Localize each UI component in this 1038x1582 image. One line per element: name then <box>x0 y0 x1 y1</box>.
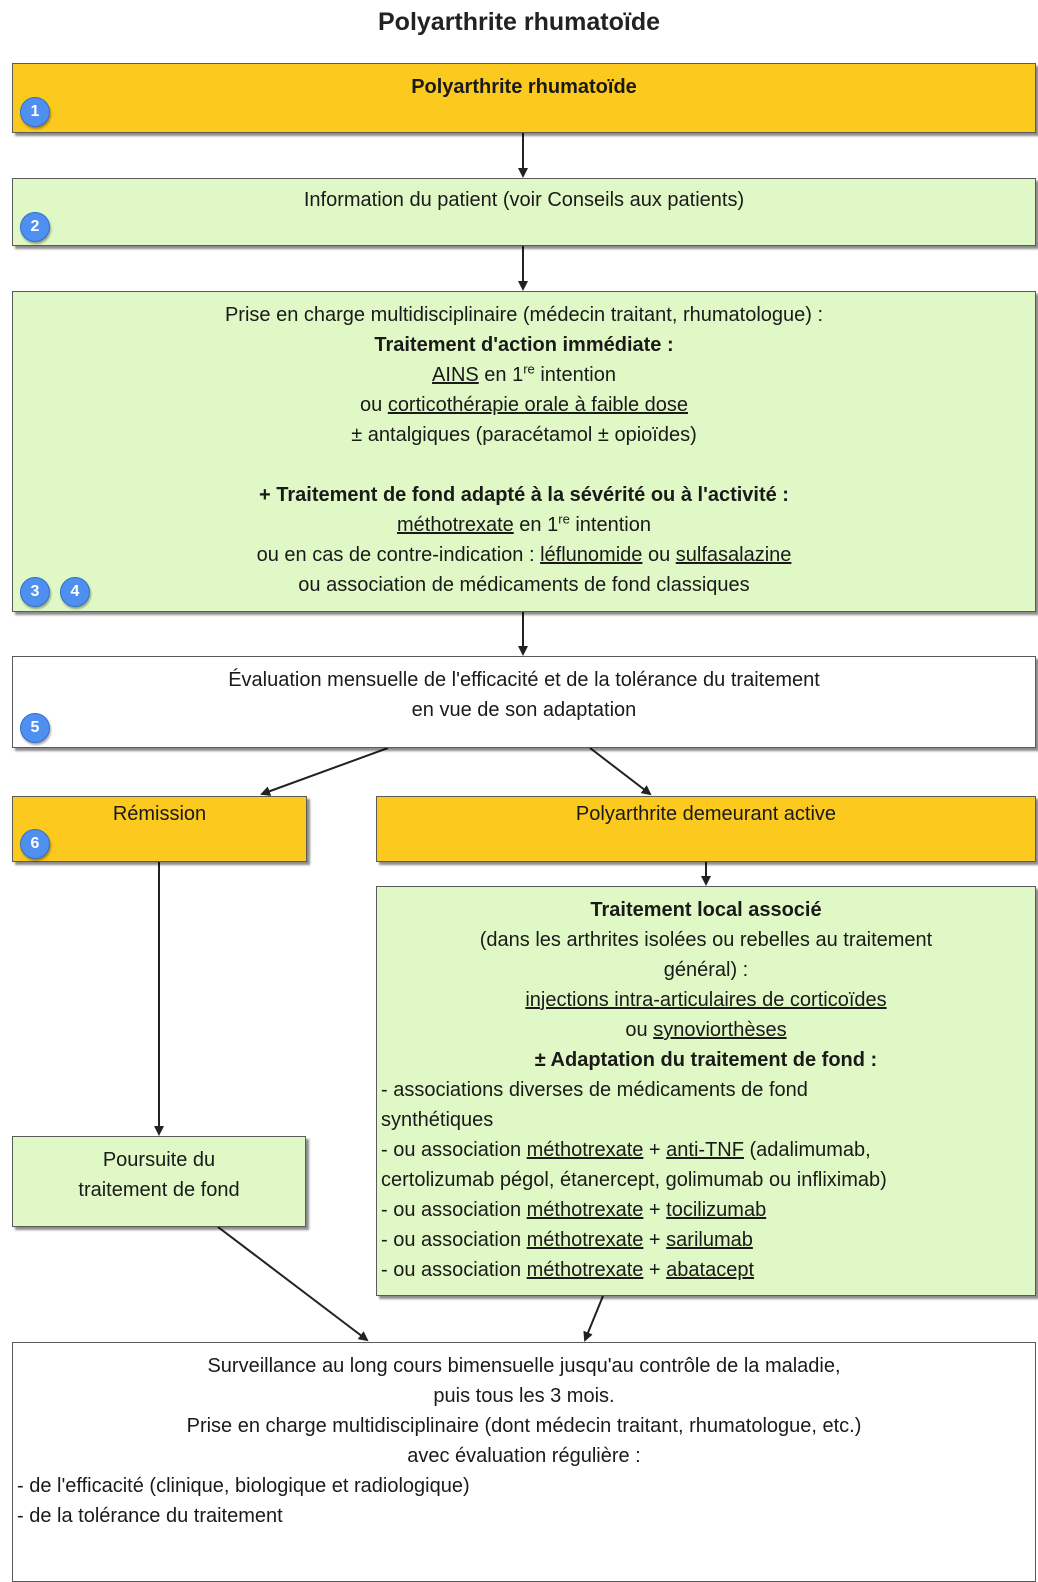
arrow-eval-to-active <box>589 747 652 796</box>
arrow-local-to-surv <box>583 1295 604 1342</box>
aines-line: AINS en 1re intention <box>432 361 616 386</box>
assoc-tocilizumab-line: - ou association méthotrexate + tocilizu… <box>381 1199 767 1221</box>
active-label: Polyarthrite demeurant active <box>575 803 837 825</box>
leflunomide-link[interactable]: léflunomide <box>540 544 643 566</box>
surv-line-4: avec évaluation régulière : <box>407 1445 641 1467</box>
badge-3[interactable]: 3 <box>20 577 50 607</box>
abatacept-link[interactable]: abatacept <box>666 1259 755 1281</box>
assoc-sarilumab-line: - ou association méthotrexate + sariluma… <box>381 1229 753 1251</box>
local-line-1: (dans les arthrites isolées ou rebelles … <box>479 929 933 951</box>
info-text: Information du patient (voir Conseils au… <box>303 189 745 211</box>
pr-header-box: Polyarthrite rhumatoïde <box>12 63 1036 133</box>
methotrexate-link[interactable]: méthotrexate <box>397 514 514 536</box>
traitement-local-box: Traitement local associé (dans les arthr… <box>376 886 1036 1296</box>
eval-line-2: en vue de son adaptation <box>411 699 637 721</box>
assoc-line-1b: synthétiques <box>381 1109 494 1131</box>
remission-label: Rémission <box>112 803 207 825</box>
adaptation-title: ± Adaptation du traitement de fond : <box>534 1049 878 1071</box>
association-line: ou association de médicaments de fond cl… <box>298 574 750 596</box>
poursuite-line-1: Poursuite du <box>102 1149 216 1171</box>
info-box: Information du patient (voir Conseils au… <box>12 178 1036 246</box>
tocilizumab-link[interactable]: tocilizumab <box>666 1199 767 1221</box>
active-box: Polyarthrite demeurant active <box>376 796 1036 862</box>
badge-5[interactable]: 5 <box>20 713 50 743</box>
methotrexate-link[interactable]: méthotrexate <box>526 1139 644 1161</box>
aines-link[interactable]: AINS <box>432 364 479 386</box>
assoc-abatacept-line: - ou association méthotrexate + abatacep… <box>381 1259 755 1281</box>
immediate-title: Traitement d'action immédiate : <box>374 334 674 356</box>
synovio-line: ou synoviorthèses <box>625 1019 787 1041</box>
local-title: Traitement local associé <box>590 899 822 921</box>
methotrexate-link[interactable]: méthotrexate <box>526 1229 644 1251</box>
cortico-line: ou corticothérapie orale à faible dose <box>360 394 688 416</box>
surv-line-6: - de la tolérance du traitement <box>17 1505 283 1527</box>
methotrexate-link[interactable]: méthotrexate <box>526 1259 644 1281</box>
injections-line: injections intra-articulaires de cortico… <box>377 985 1035 1015</box>
sarilumab-link[interactable]: sarilumab <box>666 1229 753 1251</box>
assoc-antitnf-line-2: certolizumab pégol, étanercept, golimuma… <box>381 1169 887 1191</box>
prise-intro: Prise en charge multidisciplinaire (méde… <box>224 304 824 326</box>
arrow-poursuite-to-surv <box>217 1226 369 1342</box>
assoc-line-1: - associations diverses de médicaments d… <box>381 1079 808 1101</box>
evaluation-box: Évaluation mensuelle de l'efficacité et … <box>12 656 1036 748</box>
page-title: Polyarthrite rhumatoïde <box>378 8 660 36</box>
surv-line-2: puis tous les 3 mois. <box>433 1385 615 1407</box>
fond-title: + Traitement de fond adapté à la sévérit… <box>259 484 789 506</box>
badge-6[interactable]: 6 <box>20 829 50 859</box>
badge-4[interactable]: 4 <box>60 577 90 607</box>
corticotherapie-link[interactable]: corticothérapie orale à faible dose <box>387 394 688 416</box>
local-line-2: général) : <box>663 959 749 981</box>
eval-line-1: Évaluation mensuelle de l'efficacité et … <box>228 669 820 691</box>
arrow-eval-to-remission <box>260 747 389 796</box>
anti-tnf-link[interactable]: anti-TNF <box>666 1139 744 1161</box>
surv-line-5: - de l'efficacité (clinique, biologique … <box>17 1475 470 1497</box>
remission-box: Rémission <box>12 796 307 862</box>
sulfasalazine-link[interactable]: sulfasalazine <box>675 544 792 566</box>
methotrexate-link[interactable]: méthotrexate <box>526 1199 644 1221</box>
surv-line-1: Surveillance au long cours bimensuelle j… <box>207 1355 841 1377</box>
methotrexate-line: méthotrexate en 1re intention <box>397 511 651 536</box>
spacer <box>13 450 1035 480</box>
poursuite-line-2: traitement de fond <box>78 1179 240 1201</box>
badge-1[interactable]: 1 <box>20 97 50 127</box>
prise-en-charge-box: Prise en charge multidisciplinaire (méde… <box>12 291 1036 612</box>
assoc-antitnf-line: - ou association méthotrexate + anti-TNF… <box>381 1139 871 1161</box>
surveillance-box: Surveillance au long cours bimensuelle j… <box>12 1342 1036 1582</box>
contre-indication-line: ou en cas de contre-indication : léfluno… <box>256 544 792 566</box>
badge-2[interactable]: 2 <box>20 212 50 242</box>
surv-line-3: Prise en charge multidisciplinaire (dont… <box>186 1415 862 1437</box>
injections-link[interactable]: injections intra-articulaires de cortico… <box>525 989 887 1011</box>
antalgiques-line: ± antalgiques (paracétamol ± opioïdes) <box>351 424 697 446</box>
poursuite-box: Poursuite du traitement de fond <box>12 1136 306 1227</box>
synoviortheses-link[interactable]: synoviorthèses <box>653 1019 787 1041</box>
pr-header-label: Polyarthrite rhumatoïde <box>411 76 637 98</box>
